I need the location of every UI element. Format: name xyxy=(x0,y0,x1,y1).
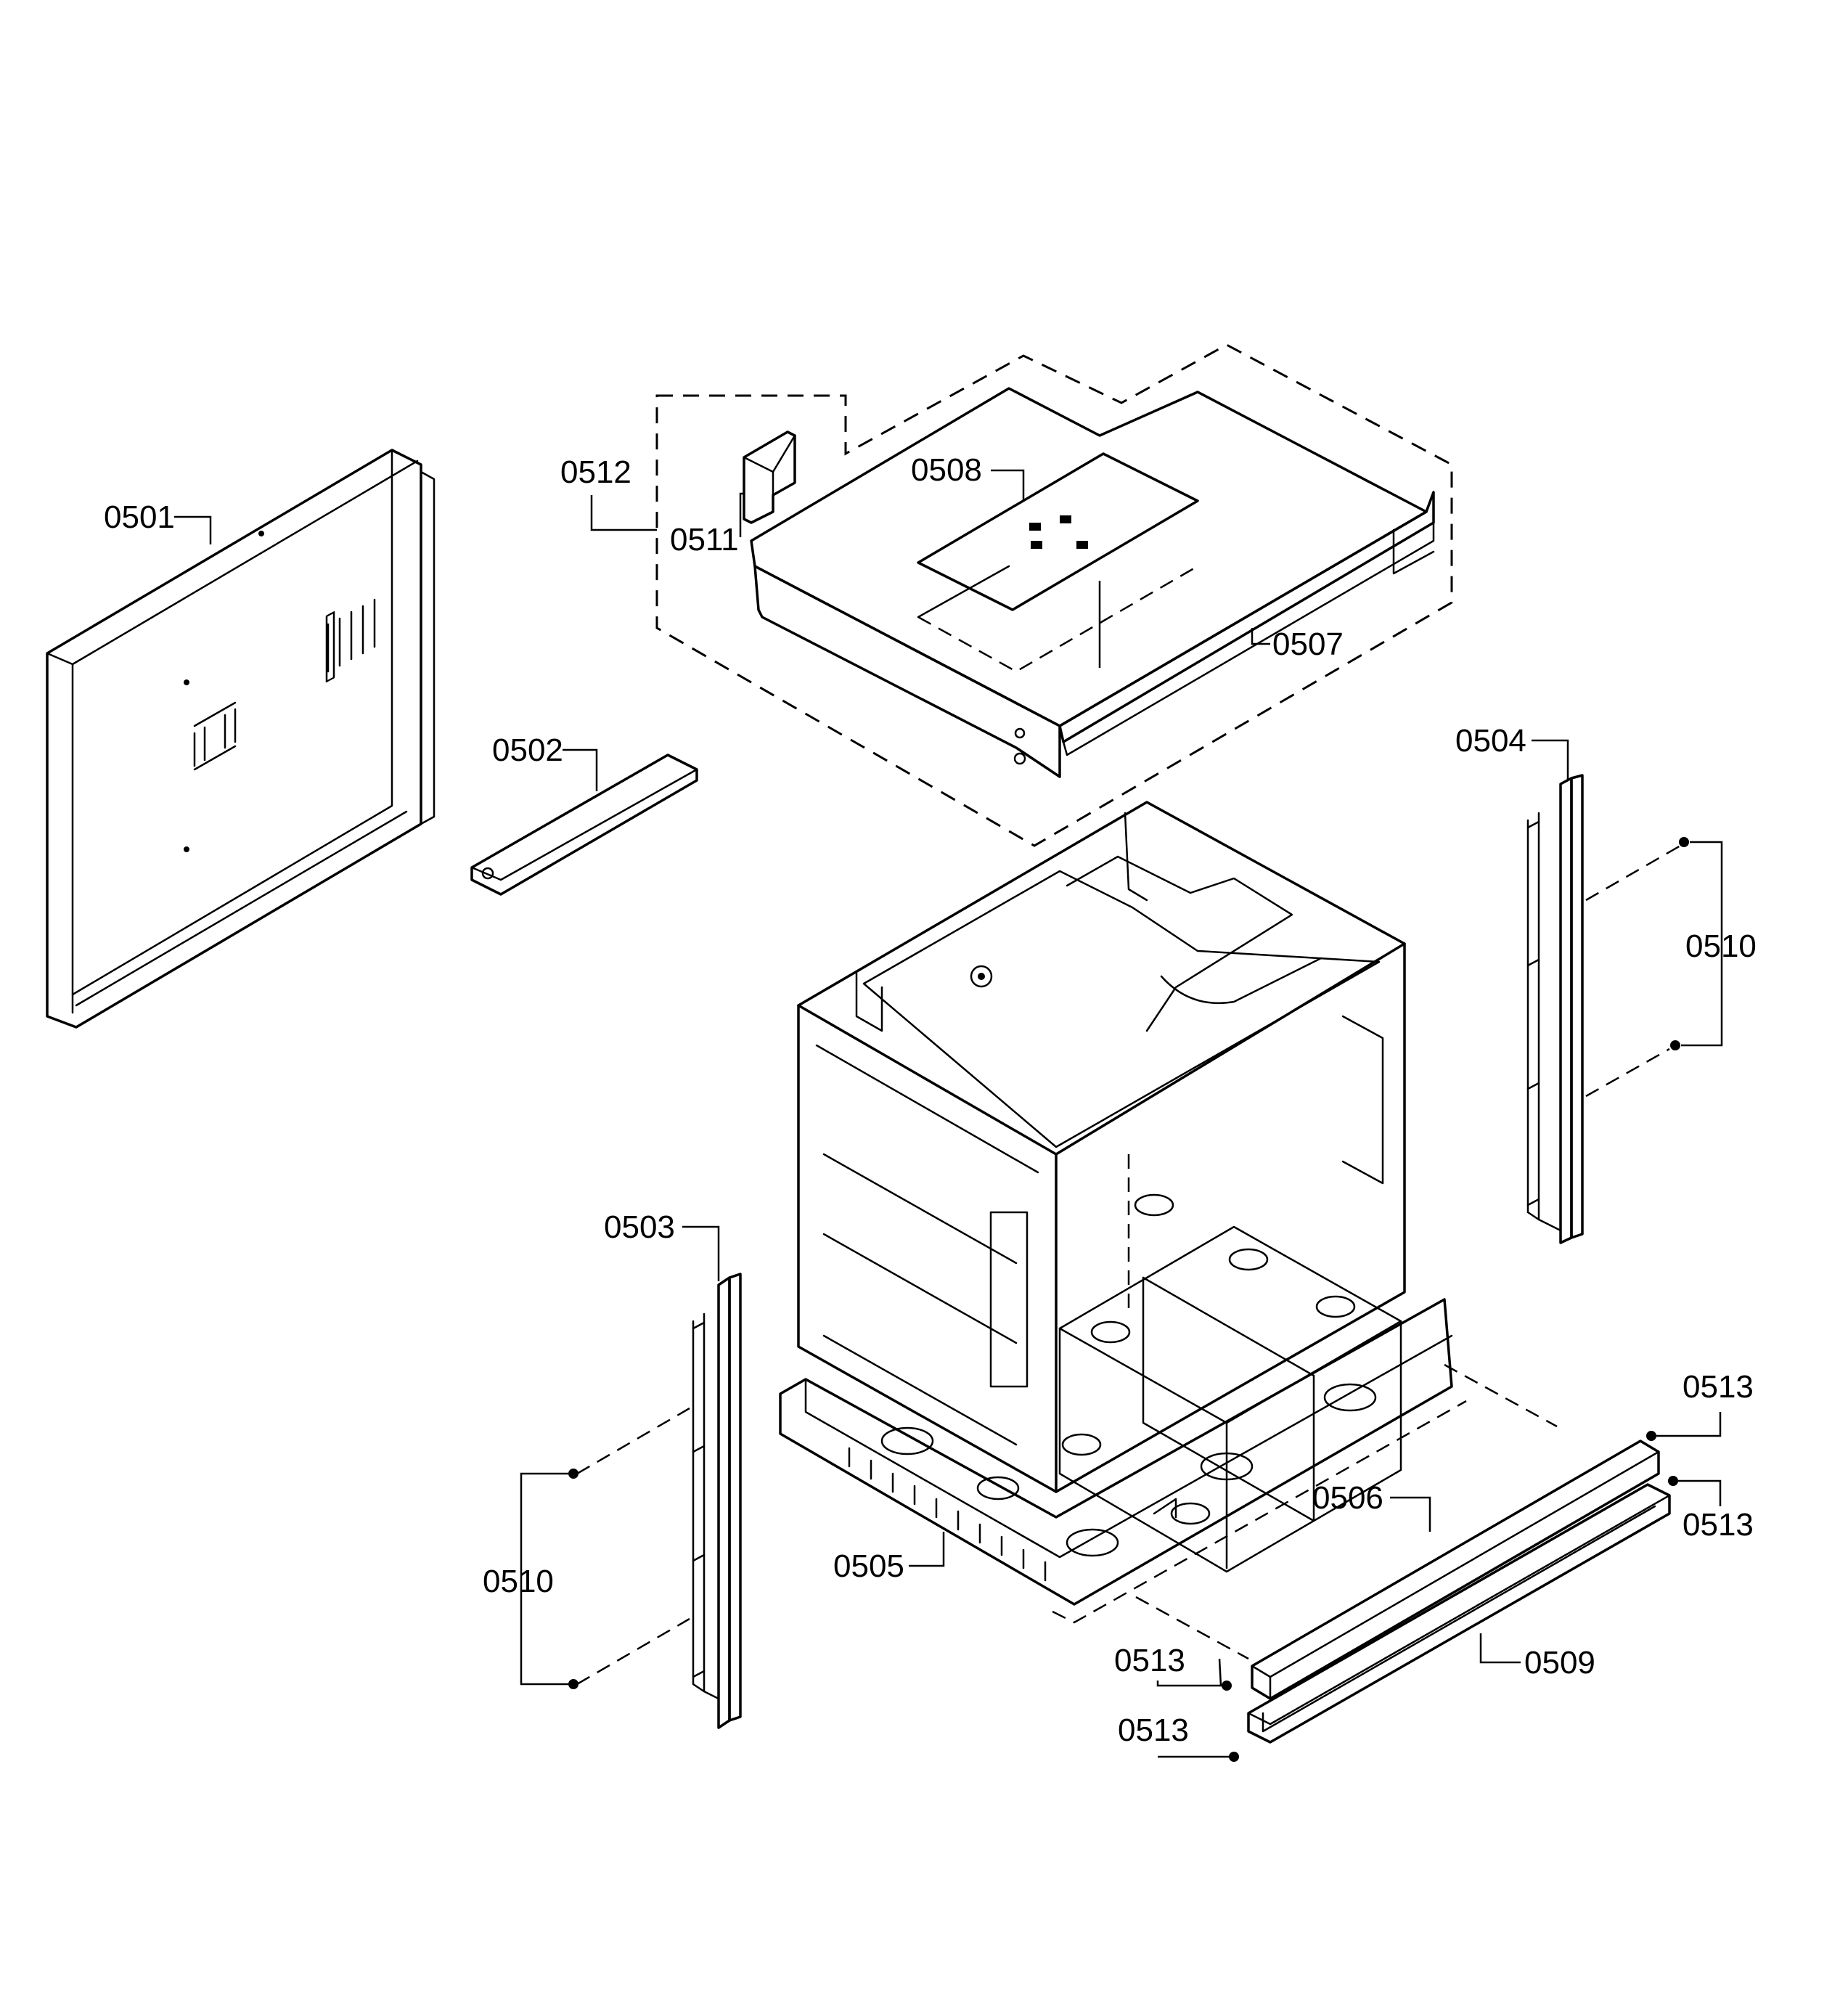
part-0503-left-rail xyxy=(692,1273,742,1729)
label-0509: 0509 xyxy=(1524,1645,1595,1681)
label-0511: 0511 xyxy=(670,522,739,558)
label-0513-c: 0513 xyxy=(1114,1643,1185,1678)
label-0505: 0505 xyxy=(833,1548,904,1584)
label-0506: 0506 xyxy=(1312,1480,1383,1516)
part-0505-base-pan xyxy=(779,1298,1558,1660)
part-0507-top-cover xyxy=(750,387,1435,778)
part-0508-plate xyxy=(917,452,1199,673)
part-0504-right-rail xyxy=(1526,774,1584,1244)
label-leaders xyxy=(174,469,1569,1664)
label-0510-right: 0510 xyxy=(1685,928,1757,964)
label-0501: 0501 xyxy=(104,499,175,535)
label-0503: 0503 xyxy=(604,1209,675,1245)
label-0502: 0502 xyxy=(492,732,563,768)
group-outline-0512 xyxy=(655,343,1453,847)
label-0513-b: 0513 xyxy=(1683,1507,1754,1543)
vent-slots-upper xyxy=(325,611,335,683)
label-0504: 0504 xyxy=(1455,723,1526,759)
part-labels: 0501 0512 0511 0508 0507 0502 0504 0510 … xyxy=(104,452,1757,1748)
label-0512: 0512 xyxy=(560,454,631,490)
screws-0510-left xyxy=(520,1407,690,1689)
label-0513-d: 0513 xyxy=(1118,1712,1189,1748)
part-0506-rail xyxy=(1251,1440,1660,1700)
part-0509-front-trim xyxy=(1247,1483,1671,1744)
label-0513-a: 0513 xyxy=(1683,1369,1754,1405)
part-0501-side-panel xyxy=(46,449,436,1029)
screws-0510-right xyxy=(1585,837,1723,1098)
screws-0513 xyxy=(1156,1412,1722,1762)
part-0502-bracket xyxy=(470,754,698,896)
label-0508: 0508 xyxy=(911,452,982,488)
part-0511-clip xyxy=(743,430,796,524)
label-0510-left: 0510 xyxy=(483,1564,554,1599)
label-0507: 0507 xyxy=(1272,626,1344,662)
oven-housing xyxy=(797,801,1406,1573)
